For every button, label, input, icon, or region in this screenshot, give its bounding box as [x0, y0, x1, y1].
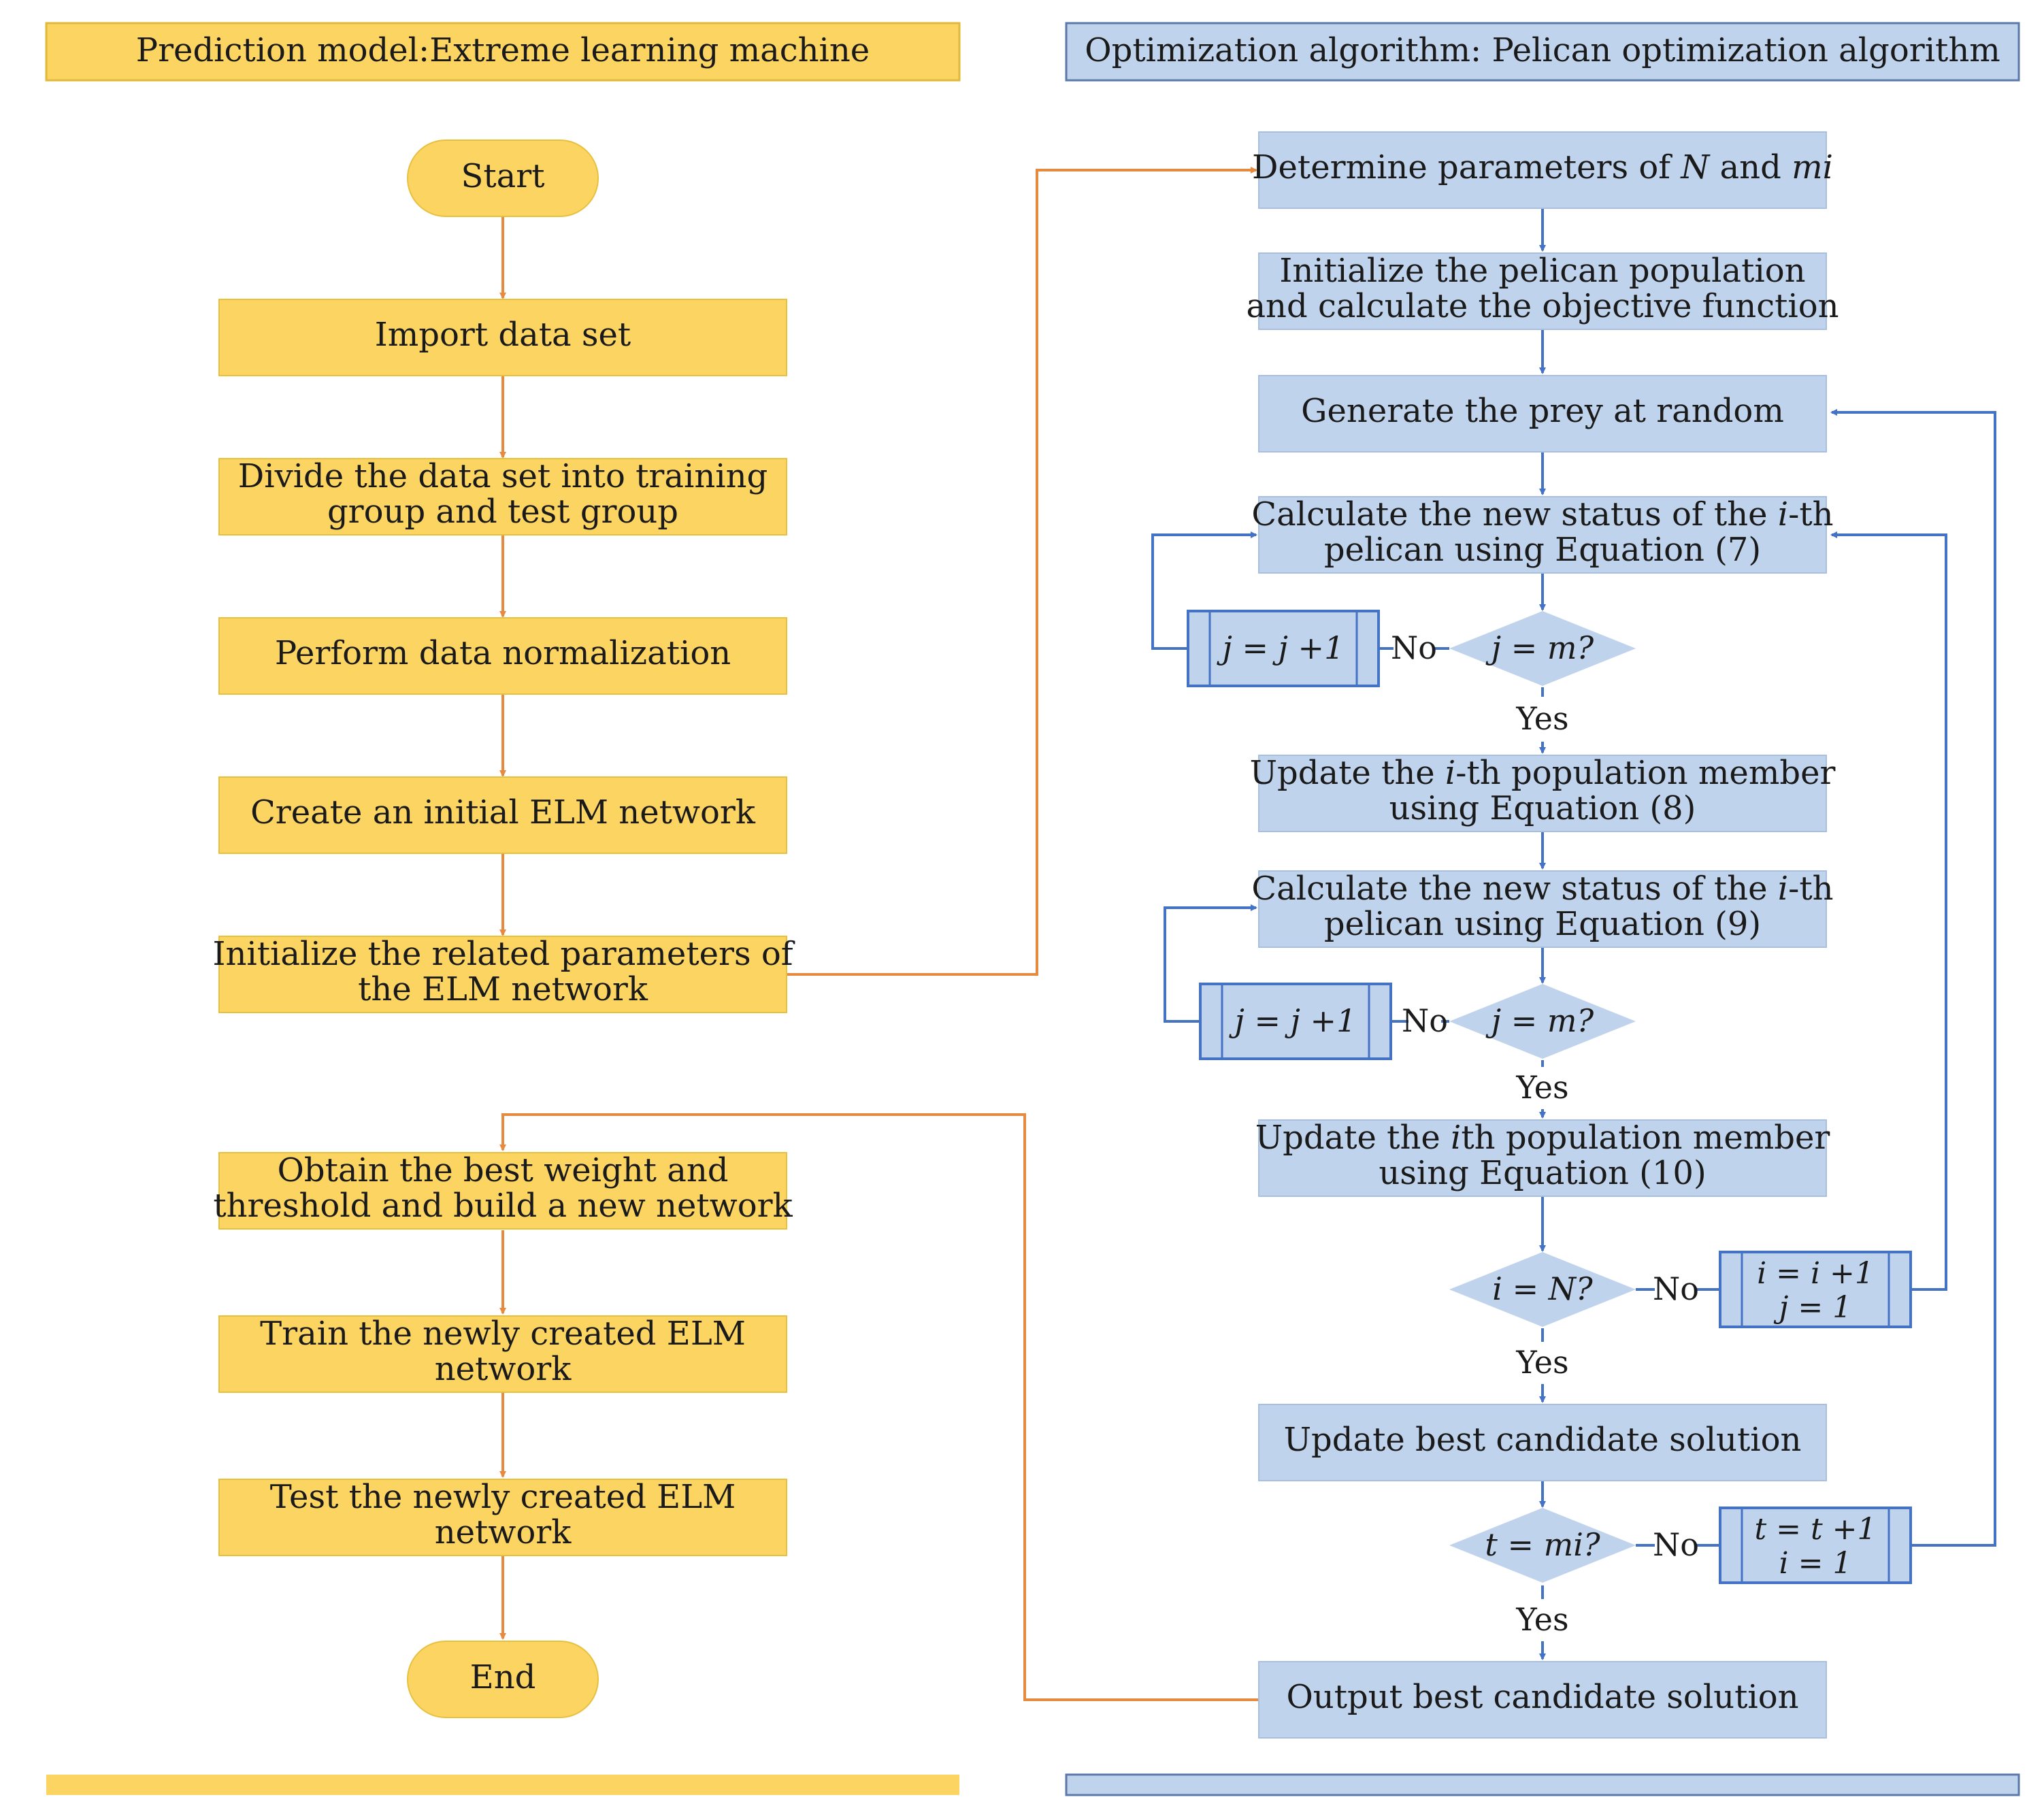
- update10-label-1: Update the ith population member: [1255, 1119, 1830, 1157]
- start-label: Start: [461, 157, 544, 195]
- best-box: [1258, 1404, 1827, 1481]
- initpop-label-1: Initialize the pelican population: [1279, 252, 1805, 290]
- import-label: Import data set: [375, 316, 631, 354]
- yes-label-2: Yes: [1515, 1069, 1568, 1106]
- update8-label-1: Update the i-th population member: [1250, 754, 1836, 792]
- initpop-box: [1258, 252, 1827, 330]
- initpop-label-2: and calculate the objective function: [1246, 287, 1839, 325]
- divide-box: [218, 458, 787, 536]
- obtain-label-1: Obtain the best weight and: [278, 1151, 729, 1189]
- end-label: End: [470, 1658, 536, 1696]
- test-label-1: Test the newly created ELM: [270, 1478, 736, 1516]
- determine-box: [1258, 131, 1827, 209]
- footer-left-bar: [46, 1775, 959, 1795]
- normalize-label: Perform data normalization: [275, 634, 731, 672]
- decision-jm-1-label: j = m?: [1485, 629, 1594, 666]
- output-label: Output best candidate solution: [1286, 1678, 1798, 1716]
- start-terminal: [407, 139, 599, 217]
- calc9-label-1: Calculate the new status of the i-th: [1251, 870, 1833, 908]
- no-label-1: No: [1391, 629, 1437, 666]
- normalize-box: [218, 617, 787, 695]
- process-i: [1719, 1251, 1912, 1328]
- yes-label-1: Yes: [1515, 700, 1568, 737]
- yes-label-3: Yes: [1515, 1344, 1568, 1381]
- determine-label: Determine parameters of N and mi: [1252, 148, 1833, 186]
- header-right-title: Optimization algorithm: Pelican optimiza…: [1085, 31, 2000, 69]
- process-t-label-1: t = t +1: [1754, 1512, 1876, 1547]
- decision-jm-2-label: j = m?: [1485, 1002, 1594, 1039]
- init-label-2: the ELM network: [358, 970, 648, 1008]
- create-box: [218, 776, 787, 854]
- divide-label-1: Divide the data set into training: [238, 457, 768, 495]
- obtain-box: [218, 1152, 787, 1230]
- process-j-2-label: j = j +1: [1229, 1002, 1357, 1039]
- train-box: [218, 1315, 787, 1393]
- process-j-1: [1187, 610, 1380, 687]
- header-left-bar: [45, 22, 961, 82]
- process-t-label-2: i = 1: [1779, 1546, 1852, 1581]
- no-label-3: No: [1653, 1270, 1699, 1307]
- import-box: [218, 299, 787, 376]
- update10-label-2: using Equation (10): [1379, 1154, 1706, 1192]
- create-label: Create an initial ELM network: [250, 793, 756, 832]
- calc9-label-2: pelican using Equation (9): [1324, 905, 1761, 943]
- process-j-1-label: j = j +1: [1217, 629, 1345, 666]
- decision-iN-label: i = N?: [1492, 1270, 1593, 1307]
- calc7-box: [1258, 496, 1827, 574]
- init-box: [218, 936, 787, 1013]
- output-box: [1258, 1661, 1827, 1739]
- decision-iN: [1449, 1252, 1636, 1327]
- process-t: [1719, 1507, 1912, 1584]
- prey-label: Generate the prey at random: [1301, 392, 1784, 430]
- end-terminal: [407, 1641, 599, 1718]
- footer-right-bar: [1065, 1773, 2020, 1796]
- decision-tmi-label: t = mi?: [1485, 1526, 1600, 1563]
- train-label-2: network: [435, 1350, 572, 1388]
- test-label-2: network: [435, 1513, 572, 1551]
- best-label: Update best candidate solution: [1284, 1421, 1802, 1459]
- prey-box: [1258, 375, 1827, 452]
- yes-label-4: Yes: [1515, 1601, 1568, 1638]
- calc7-label-1: Calculate the new status of the i-th: [1251, 495, 1833, 533]
- decision-jm-1: [1449, 611, 1636, 686]
- no-label-4: No: [1653, 1526, 1699, 1563]
- no-label-2: No: [1402, 1002, 1448, 1039]
- train-label-1: Train the newly created ELM: [260, 1315, 746, 1353]
- init-label-1: Initialize the related parameters of: [212, 935, 795, 973]
- calc9-box: [1258, 870, 1827, 948]
- divide-label-2: group and test group: [327, 493, 678, 531]
- process-i-label-2: j = 1: [1773, 1290, 1851, 1325]
- decision-jm-2: [1449, 984, 1636, 1059]
- process-i-label-1: i = i +1: [1757, 1256, 1874, 1291]
- decision-tmi: [1449, 1508, 1636, 1583]
- update10-box: [1258, 1119, 1827, 1197]
- update8-box: [1258, 755, 1827, 832]
- test-box: [218, 1479, 787, 1556]
- update8-label-2: using Equation (8): [1389, 789, 1696, 827]
- calc7-label-2: pelican using Equation (7): [1324, 531, 1761, 569]
- header-left-title: Prediction model:Extreme learning machin…: [136, 31, 870, 69]
- process-j-2: [1199, 983, 1392, 1060]
- obtain-label-2: threshold and build a new network: [213, 1187, 793, 1225]
- header-right-bar: [1065, 22, 2020, 82]
